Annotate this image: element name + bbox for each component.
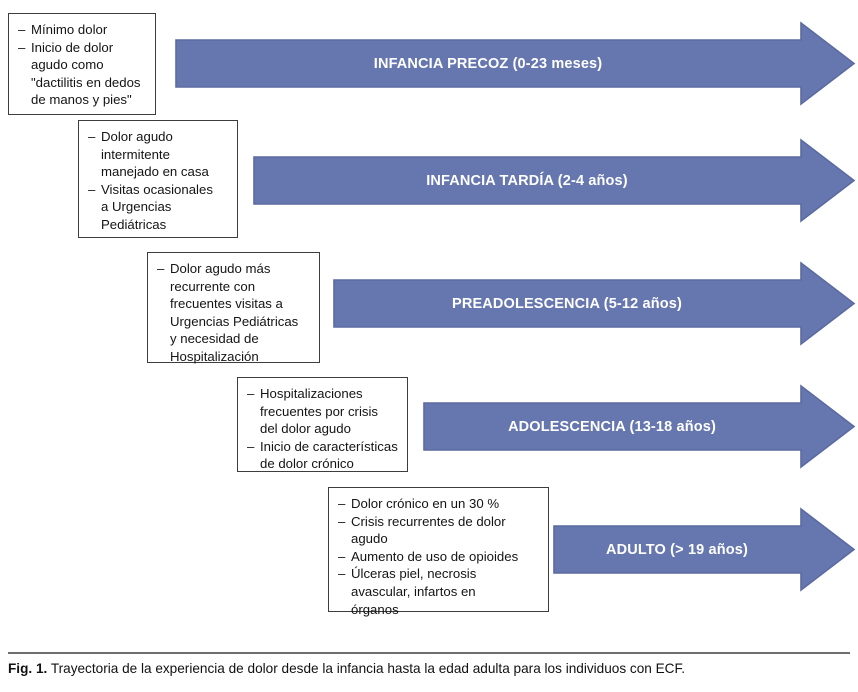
callout-bullet: Inicio de características de dolor cróni… [247, 438, 399, 473]
figure-caption-text: Trayectoria de la experiencia de dolor d… [50, 661, 686, 676]
callout-bullet: Crisis recurrentes de dolor agudo [338, 513, 540, 548]
callout-bullet: Mínimo dolor [18, 21, 147, 39]
callout-bullet: Visitas ocasionales a Urgencias Pediátri… [88, 181, 229, 234]
callout-preadolescencia: Dolor agudo más recurrente con frecuente… [147, 252, 320, 366]
arrow-shape-icon [253, 138, 856, 223]
callout-list: Dolor agudo más recurrente con frecuente… [157, 260, 311, 366]
callout-bullet: Hospitalizaciones frecuentes por crisis … [247, 385, 399, 438]
arrow-shape-icon [175, 21, 856, 106]
callout-infancia-precoz: Mínimo dolor Inicio de dolor agudo como … [8, 13, 156, 115]
callout-adulto: Dolor crónico en un 30 % Crisis recurren… [328, 487, 549, 617]
callout-list: Dolor crónico en un 30 % Crisis recurren… [338, 495, 540, 618]
callout-infancia-tardia: Dolor agudo intermitente manejado en cas… [78, 120, 238, 238]
arrow-adolescencia: ADOLESCENCIA (13-18 años) [423, 384, 856, 469]
callout-bullet: Inicio de dolor agudo como "dactilitis e… [18, 39, 147, 109]
callout-bullet: Dolor agudo más recurrente con frecuente… [157, 260, 311, 366]
arrow-preadolescencia: PREADOLESCENCIA (5-12 años) [333, 261, 856, 346]
caption-divider [8, 652, 850, 654]
arrow-adulto: ADULTO (> 19 años) [553, 507, 856, 592]
callout-list: Dolor agudo intermitente manejado en cas… [88, 128, 229, 234]
diagram-stage: Mínimo dolor Inicio de dolor agudo como … [0, 0, 858, 625]
callout-list: Mínimo dolor Inicio de dolor agudo como … [18, 21, 147, 109]
callout-adolescencia: Hospitalizaciones frecuentes por crisis … [237, 377, 408, 472]
callout-bullet: Úlceras piel, necrosis avascular, infart… [338, 565, 540, 618]
arrow-shape-icon [423, 384, 856, 469]
callout-bullet: Aumento de uso de opioides [338, 548, 540, 566]
arrow-infancia-tardia: INFANCIA TARDÍA (2-4 años) [253, 138, 856, 223]
arrow-infancia-precoz: INFANCIA PRECOZ (0-23 meses) [175, 21, 856, 106]
arrow-shape-icon [333, 261, 856, 346]
callout-bullet: Dolor agudo intermitente manejado en cas… [88, 128, 229, 181]
callout-bullet: Dolor crónico en un 30 % [338, 495, 540, 513]
figure-number: Fig. 1. [8, 661, 48, 676]
callout-list: Hospitalizaciones frecuentes por crisis … [247, 385, 399, 473]
figure-caption: Fig. 1. Trayectoria de la experiencia de… [8, 660, 850, 678]
arrow-shape-icon [553, 507, 856, 592]
